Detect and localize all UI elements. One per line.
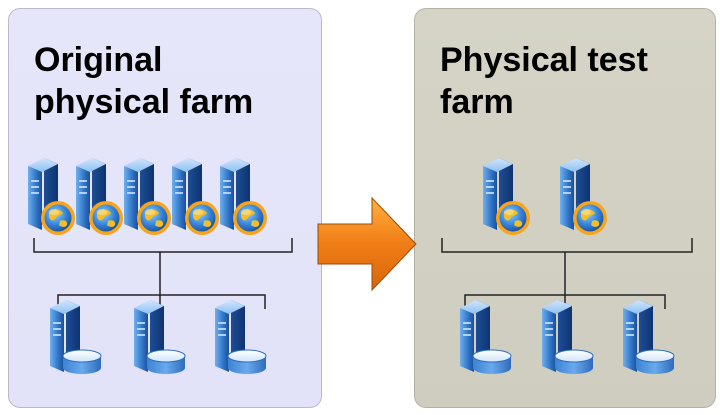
original-farm-connectors xyxy=(33,238,293,309)
test-farm-connectors xyxy=(441,238,693,309)
web-server-icon xyxy=(483,158,530,235)
web-server-icon xyxy=(560,158,607,235)
original-database-servers xyxy=(50,300,266,374)
database-server-icon xyxy=(542,300,593,374)
database-server-icon xyxy=(50,300,101,374)
original-web-servers xyxy=(28,158,267,235)
test-web-servers xyxy=(483,158,607,235)
web-server-icon xyxy=(220,158,267,235)
transfer-arrow-icon xyxy=(317,196,417,292)
database-server-icon xyxy=(215,300,266,374)
original-farm-title: Original physical farm xyxy=(34,41,254,121)
web-server-icon xyxy=(172,158,219,235)
test-farm-title: Physical test farm xyxy=(440,41,648,121)
web-server-icon xyxy=(28,158,75,235)
database-server-icon xyxy=(623,300,674,374)
test-database-servers xyxy=(460,300,674,374)
web-server-icon xyxy=(124,158,171,235)
web-server-icon xyxy=(76,158,123,235)
database-server-icon xyxy=(460,300,511,374)
database-server-icon xyxy=(134,300,185,374)
